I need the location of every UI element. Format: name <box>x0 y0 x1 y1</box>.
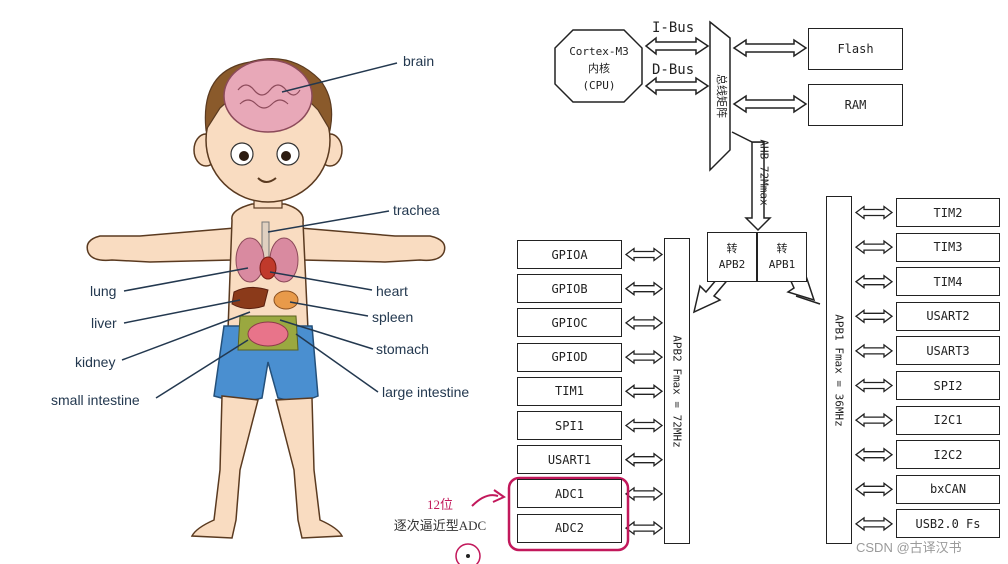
bus-matrix-shape <box>709 20 731 172</box>
label-brain: brain <box>403 53 435 69</box>
apb2-periph-gpiob: GPIOB <box>517 274 622 304</box>
label-liver: liver <box>91 315 117 331</box>
ibus-label: I-Bus <box>652 20 695 36</box>
apb1-periph-i2c2: I2C2 <box>896 440 1000 470</box>
bus-connector-arrow <box>624 384 664 399</box>
label-kidney: kidney <box>75 354 116 370</box>
label-large-intestine: large intestine <box>382 384 470 400</box>
bus-connector-arrow <box>624 281 664 296</box>
bridge-apb1-line-1: 转 <box>776 242 788 255</box>
bridge-apb2-line-1: 转 <box>726 242 738 255</box>
label-small-intestine: small intestine <box>51 392 140 408</box>
bus-connector-arrow <box>624 486 664 502</box>
apb1-periph-spi2: SPI2 <box>896 371 1000 400</box>
label-trachea: trachea <box>393 202 440 218</box>
apb1-periph-tim4: TIM4 <box>896 267 1000 297</box>
apb1-periph-usb20fs: USB2.0 Fs <box>896 509 1000 539</box>
bus-connector-arrow <box>854 239 894 255</box>
bus-connector-arrow <box>854 274 894 289</box>
cpu-core-line-3: (CPU) <box>582 79 616 92</box>
apb1-periph-i2c1: I2C1 <box>896 405 1000 435</box>
cpu-core-line-2: 内核 <box>588 62 610 75</box>
bus-connector-arrow <box>854 378 894 393</box>
apb2-periph-adc1: ADC1 <box>517 479 622 509</box>
apb1-bus-label: APB1 Fmax = 36MHz <box>832 314 846 427</box>
bus-connector-arrow <box>854 447 894 462</box>
apb1-periph-tim2: TIM2 <box>896 198 1000 227</box>
bus-connector-arrow <box>854 516 894 532</box>
apb2-periph-gpioa: GPIOA <box>517 240 622 269</box>
bus-matrix-label: 总线矩阵 <box>715 74 728 118</box>
apb2-periph-usart1: USART1 <box>517 445 622 475</box>
ram-box: RAM <box>808 84 903 126</box>
bus-connector-arrow <box>624 520 664 536</box>
bus-connector-arrow <box>624 247 664 262</box>
apb1-periph-tim3: TIM3 <box>896 232 1000 262</box>
adc-annotation: 12位 逐次逼近型ADC <box>380 494 500 536</box>
apb1-periph-usart3: USART3 <box>896 336 1000 366</box>
watermark: CSDN @古译汉书 <box>856 540 962 555</box>
adc-annotation-line-1: 12位 <box>426 497 453 512</box>
bus-connector-arrow <box>624 349 664 365</box>
cpu-core: Cortex-M3 内核 (CPU) <box>558 43 640 94</box>
label-spleen: spleen <box>372 309 414 325</box>
adc-annotation-line-2: 逐次逼近型ADC <box>393 518 487 533</box>
cpu-core-octagon <box>554 29 643 103</box>
apb1-periph-bxcan: bxCAN <box>896 474 1000 504</box>
label-heart: heart <box>376 283 408 299</box>
adc-highlight-box <box>507 476 630 552</box>
bus-connector-arrow <box>854 343 894 359</box>
ahb-label: AHB 72Mmax <box>757 139 771 206</box>
bridge-apb2-line-2: APB2 <box>718 258 746 271</box>
bus-connector-arrow <box>854 205 894 220</box>
bridge-apb1-line-2: APB1 <box>768 258 796 271</box>
bridge-apb2: 转 APB2 <box>707 232 757 282</box>
apb2-periph-spi1: SPI1 <box>517 411 622 440</box>
flash-box: Flash <box>808 28 903 70</box>
label-stomach: stomach <box>376 341 429 357</box>
apb1-bus <box>826 196 852 544</box>
bus-connector-arrow <box>854 309 894 324</box>
apb2-periph-tim1: TIM1 <box>517 376 622 406</box>
bridge-apb1: 转 APB1 <box>757 232 807 282</box>
bus-connector-arrow <box>624 418 664 433</box>
cpu-core-line-1: Cortex-M3 <box>569 45 629 58</box>
label-lung: lung <box>90 283 117 299</box>
apb2-bus <box>664 238 690 544</box>
apb1-periph-usart2: USART2 <box>896 301 1000 331</box>
bus-connector-arrow <box>624 315 664 331</box>
apb2-periph-gpiod: GPIOD <box>517 342 622 372</box>
apb2-periph-adc2: ADC2 <box>517 513 622 543</box>
apb2-periph-gpioc: GPIOC <box>517 308 622 338</box>
apb2-bus-label: APB2 Fmax = 72MHz <box>670 335 684 448</box>
bus-connector-arrow <box>854 482 894 497</box>
bus-connector-arrow <box>854 412 894 428</box>
dbus-label: D-Bus <box>652 62 695 78</box>
bus-connector-arrow <box>624 452 664 467</box>
